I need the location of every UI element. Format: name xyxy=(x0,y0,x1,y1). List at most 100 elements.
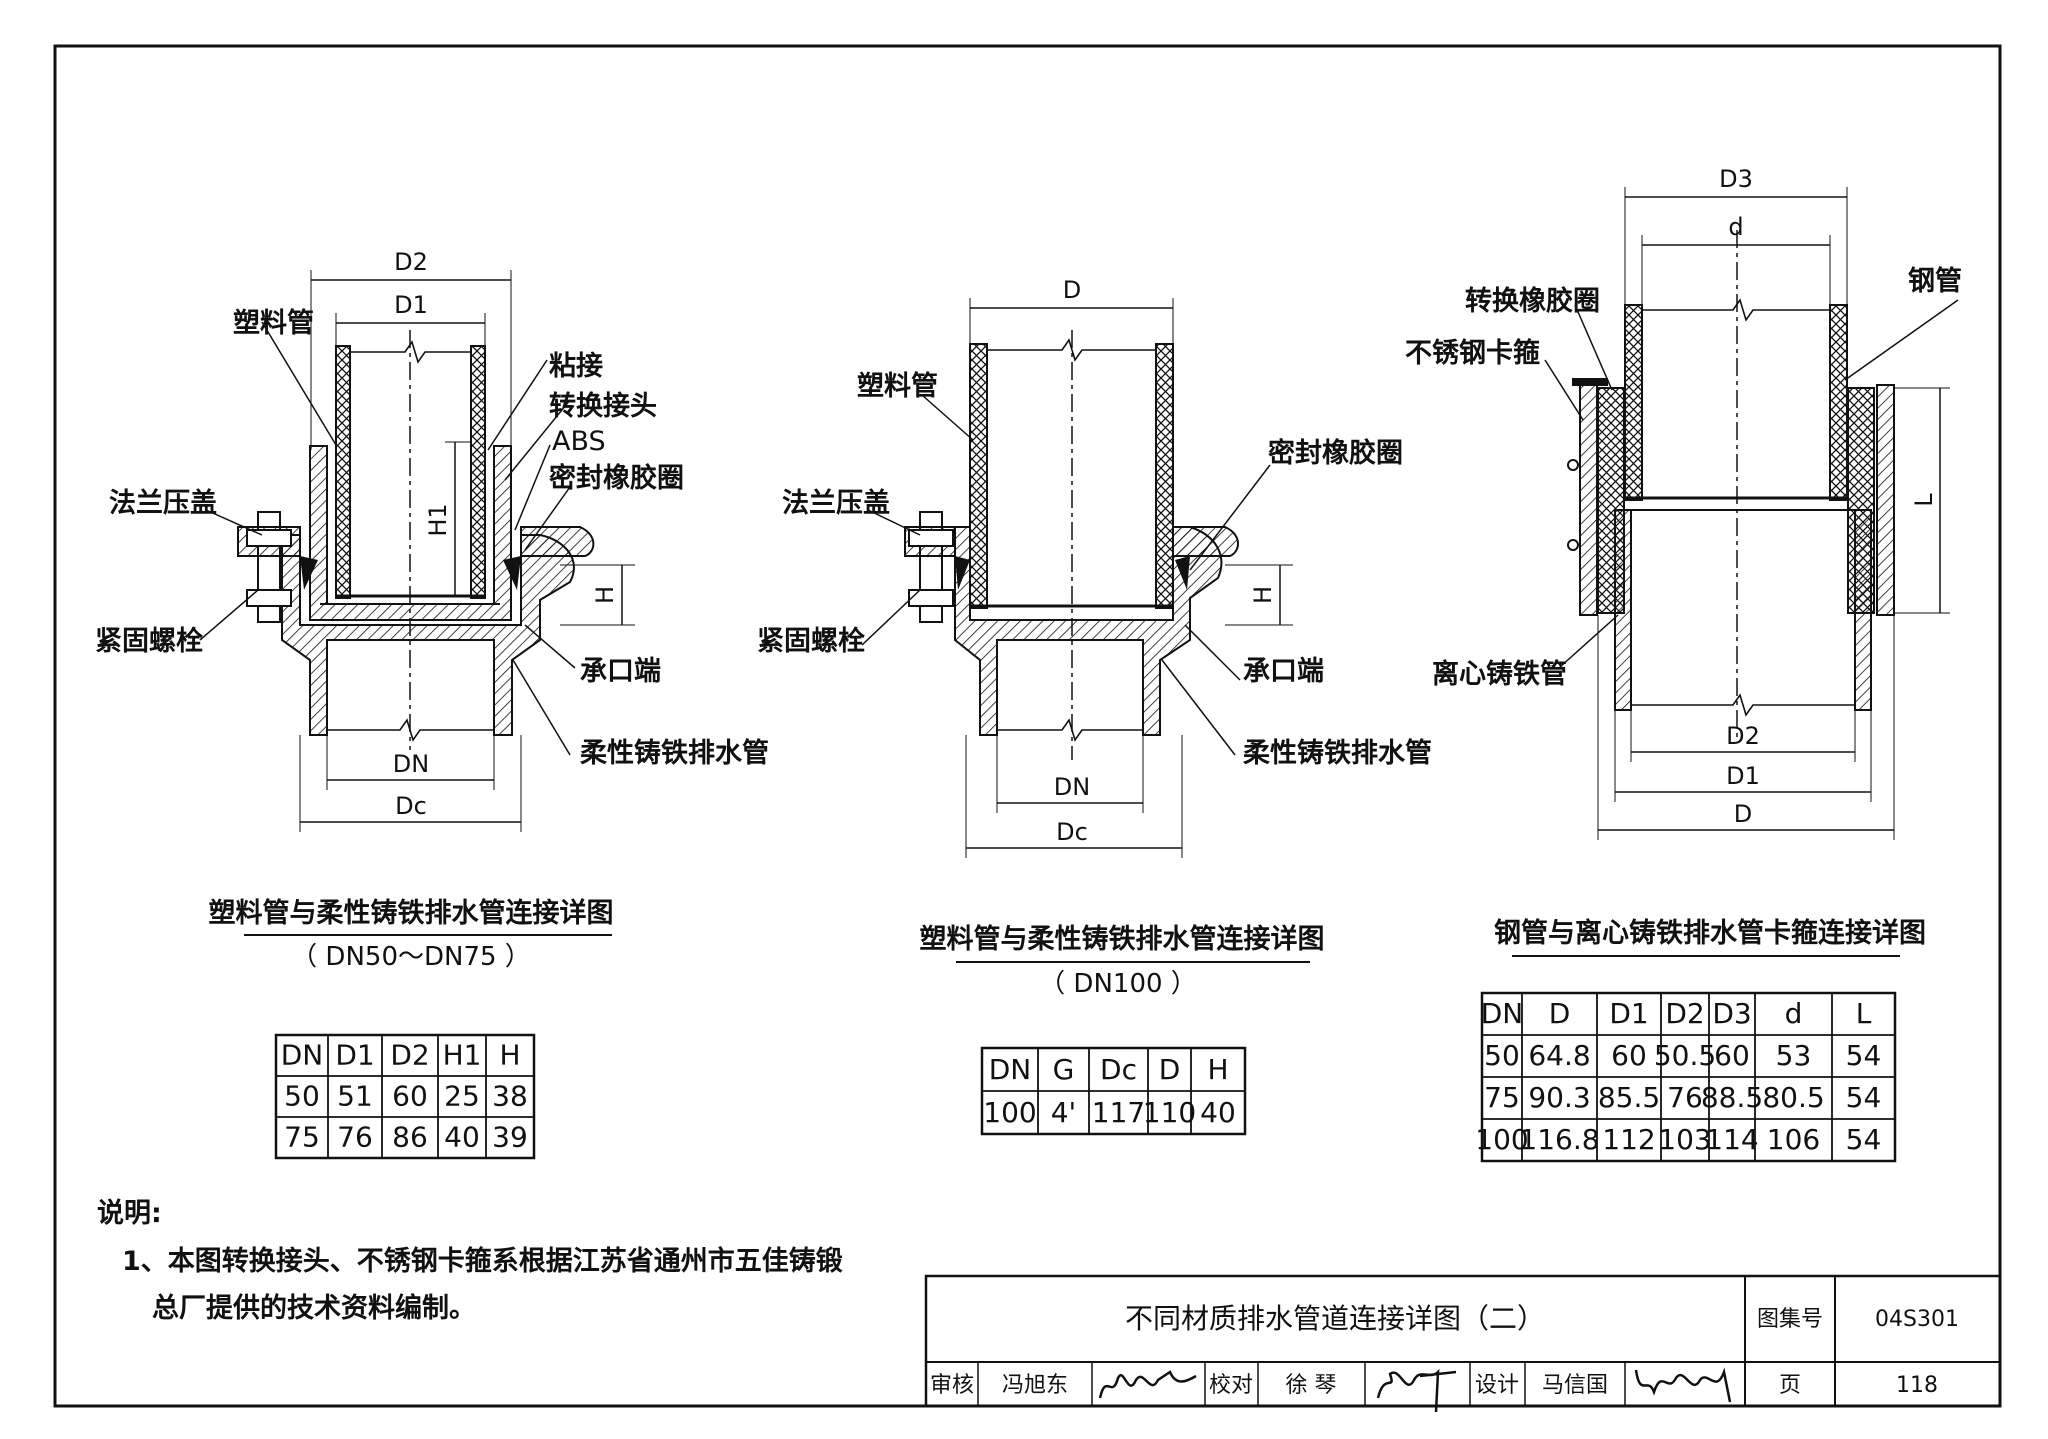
table-cell: 80.5 xyxy=(1762,1081,1824,1114)
table-cell: 60 xyxy=(1714,1039,1750,1072)
table-cell: 112 xyxy=(1602,1123,1655,1156)
table-cell: 100 xyxy=(1475,1123,1528,1156)
table-cell: 40 xyxy=(444,1121,480,1154)
left-dim-H1: H1 xyxy=(424,503,452,536)
middle-label-bolt: 紧固螺栓 xyxy=(757,626,865,657)
table-header-cell: D xyxy=(1549,997,1571,1030)
middle-label-cast-iron-pipe: 柔性铸铁排水管 xyxy=(1243,738,1432,769)
table-cell: 110 xyxy=(1143,1096,1196,1129)
table-cell: 50 xyxy=(1484,1039,1520,1072)
table-header-cell: D1 xyxy=(335,1039,374,1072)
page-label: 页 xyxy=(1779,1373,1801,1398)
right-detail: D3 d L D2 D1 D 转换橡胶圈 钢管 不锈钢卡箍 离心铸铁管 xyxy=(1405,165,1962,840)
table-header-cell: Dc xyxy=(1100,1053,1137,1086)
table-cell: 51 xyxy=(337,1080,373,1113)
right-detail-title: 钢管与离心铸铁排水管卡箍连接详图 xyxy=(1494,917,1926,949)
page-number: 118 xyxy=(1896,1373,1938,1398)
middle-dim-D: D xyxy=(1063,276,1081,304)
table-cell: 85.5 xyxy=(1598,1081,1660,1114)
middle-label-plastic-pipe: 塑料管 xyxy=(857,371,938,402)
table-cell: 54 xyxy=(1846,1081,1882,1114)
reviewer-signature xyxy=(1098,1370,1197,1399)
designer-signature xyxy=(1634,1367,1732,1403)
left-label-bonding: 粘接 xyxy=(549,351,603,382)
notes-line-2: 总厂提供的技术资料编制。 xyxy=(152,1292,476,1324)
middle-dim-Dc: Dc xyxy=(1056,818,1088,846)
check-label: 校对 xyxy=(1209,1373,1253,1398)
table-cell: 103 xyxy=(1658,1123,1711,1156)
table-cell: 60 xyxy=(1611,1039,1647,1072)
table-header-cell: D2 xyxy=(1665,997,1704,1030)
middle-detail-title: 塑料管与柔性铸铁排水管连接详图 xyxy=(920,923,1325,955)
table-cell: 50 xyxy=(284,1080,320,1113)
right-label-adapter-ring: 转换橡胶圈 xyxy=(1465,285,1600,317)
design-label: 设计 xyxy=(1475,1373,1519,1398)
left-dim-H: H xyxy=(591,586,619,604)
table-cell: 90.3 xyxy=(1528,1081,1590,1114)
table-cell: 75 xyxy=(284,1121,320,1154)
right-dim-D1: D1 xyxy=(1726,762,1760,790)
table-cell: 86 xyxy=(392,1121,428,1154)
drawing-title: 不同材质排水管道连接详图（二） xyxy=(1125,1302,1545,1335)
right-dim-D2: D2 xyxy=(1726,722,1760,750)
left-label-plastic-pipe: 塑料管 xyxy=(233,308,314,339)
left-detail-title: 塑料管与柔性铸铁排水管连接详图 xyxy=(209,897,614,929)
table-header-cell: L xyxy=(1856,997,1872,1030)
left-dim-D2: D2 xyxy=(394,248,428,276)
table-cell: 40 xyxy=(1200,1096,1236,1129)
table-header-cell: H xyxy=(499,1039,520,1072)
right-dim-d: d xyxy=(1728,213,1743,241)
table-cell: 38 xyxy=(492,1080,528,1113)
table-cell: 76 xyxy=(337,1121,373,1154)
table-cell: 4' xyxy=(1051,1096,1077,1129)
left-label-adapter: 转换接头 xyxy=(549,391,657,422)
notes-line-1: 1、本图转换接头、不锈钢卡箍系根据江苏省通州市五佳铸锻 xyxy=(122,1245,843,1277)
checker-signature xyxy=(1376,1368,1457,1413)
table-cell: 50.5 xyxy=(1654,1039,1716,1072)
left-label-cast-iron-pipe: 柔性铸铁排水管 xyxy=(580,738,769,769)
table-header-cell: DN xyxy=(1481,997,1524,1030)
table-header-cell: DN xyxy=(281,1039,324,1072)
table-cell: 53 xyxy=(1776,1039,1812,1072)
left-label-bolt: 紧固螺栓 xyxy=(95,626,203,657)
left-detail: D2 D1 H1 H DN Dc 塑料管 粘接 转换接头 ABS 密封橡胶圈 xyxy=(95,248,769,832)
table-cell: 116.8 xyxy=(1519,1123,1599,1156)
middle-dim-DN: DN xyxy=(1054,773,1090,801)
table-header-cell: D1 xyxy=(1609,997,1648,1030)
left-detail-subtitle: （ DN50～DN75 ） xyxy=(291,942,531,972)
atlas-number: 04S301 xyxy=(1875,1307,1959,1332)
drawing-border xyxy=(53,44,2002,1408)
left-label-flange-cover: 法兰压盖 xyxy=(109,488,217,519)
table-cell: 64.8 xyxy=(1528,1039,1590,1072)
table-cell: 75 xyxy=(1484,1081,1520,1114)
table-cell: 54 xyxy=(1846,1123,1882,1156)
notes-heading: 说明: xyxy=(97,1198,162,1229)
table-cell: 25 xyxy=(444,1080,480,1113)
right-dim-D3: D3 xyxy=(1719,165,1753,193)
table-cell: 60 xyxy=(392,1080,428,1113)
middle-label-socket-end: 承口端 xyxy=(1243,656,1324,687)
title-block: 不同材质排水管道连接详图（二） 图集号 04S301 审核 冯旭东 校对 徐 琴… xyxy=(924,1274,2002,1413)
table-cell: 114 xyxy=(1705,1123,1758,1156)
right-dim-L: L xyxy=(1910,493,1938,507)
table-cell: 88.5 xyxy=(1701,1081,1763,1114)
table-header-cell: D2 xyxy=(390,1039,429,1072)
left-dim-DN: DN xyxy=(393,750,429,778)
table-cell: 106 xyxy=(1767,1123,1820,1156)
left-dim-Dc: Dc xyxy=(395,792,427,820)
table-frame xyxy=(274,1033,536,1160)
table-cell: 39 xyxy=(492,1121,528,1154)
right-label-clamp: 不锈钢卡箍 xyxy=(1405,337,1540,369)
reviewer-name: 冯旭东 xyxy=(1002,1373,1068,1398)
table-header-cell: H xyxy=(1207,1053,1228,1086)
atlas-label: 图集号 xyxy=(1757,1307,1823,1332)
left-dim-D1: D1 xyxy=(394,291,428,319)
table-cell: 76 xyxy=(1667,1081,1703,1114)
right-label-centrifugal-pipe: 离心铸铁管 xyxy=(1432,658,1567,690)
right-dim-D: D xyxy=(1734,800,1752,828)
middle-detail-subtitle: （ DN100 ） xyxy=(1039,969,1197,999)
middle-label-seal-ring: 密封橡胶圈 xyxy=(1268,437,1403,469)
